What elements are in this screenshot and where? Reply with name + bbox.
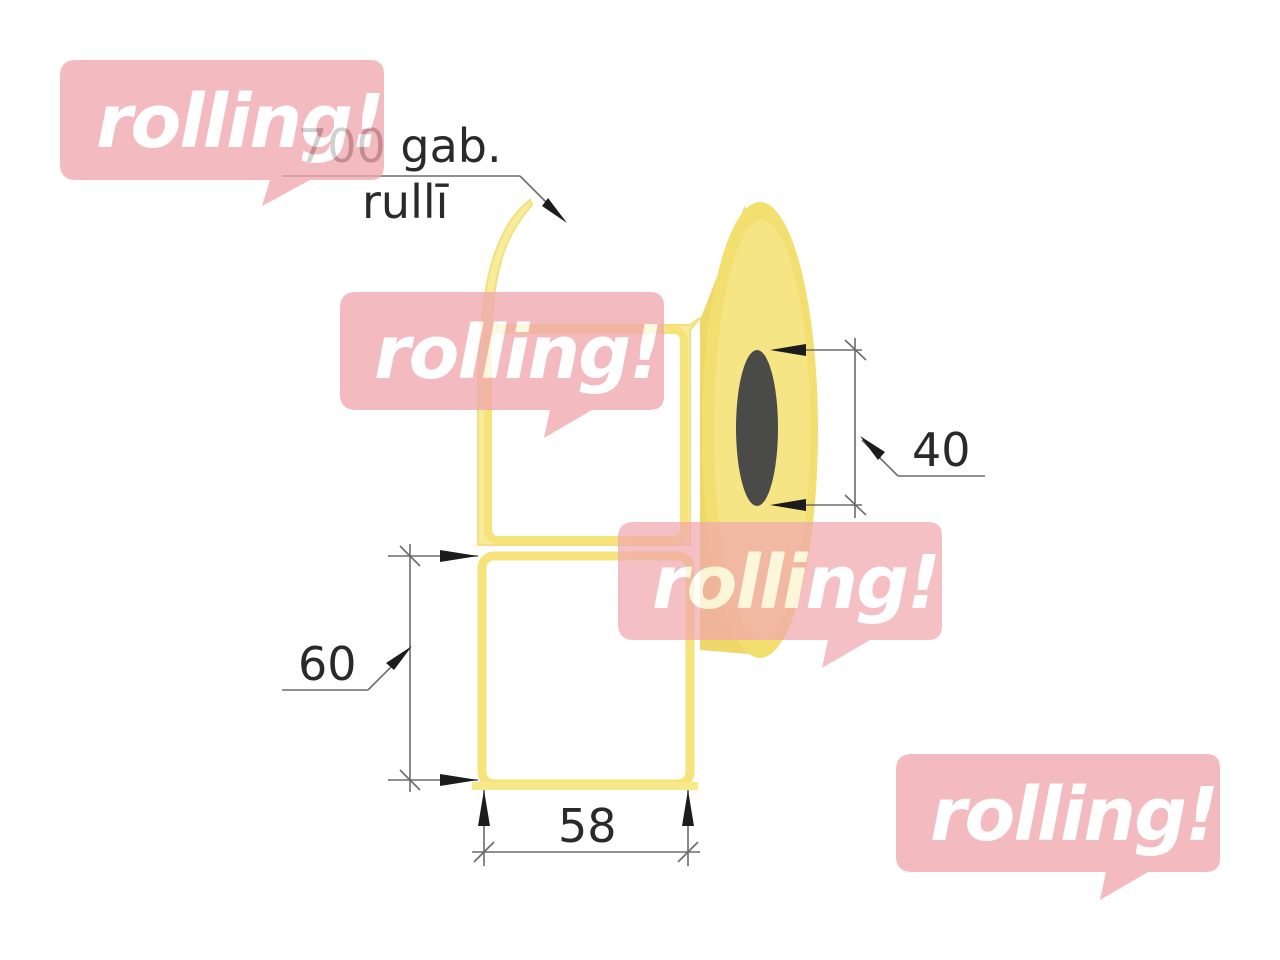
label-strip: [472, 198, 701, 790]
roll-core-hole: [736, 350, 778, 506]
watermark-text: rolling!: [96, 79, 383, 165]
watermark-4: rolling!: [896, 754, 1220, 900]
liner-bottom: [472, 782, 698, 790]
watermark-2: rolling!: [340, 292, 664, 438]
watermark-1: rolling!: [60, 60, 385, 206]
watermark-text: rolling!: [652, 540, 939, 626]
label-height-value: 60: [298, 637, 357, 691]
core-diameter-value: 40: [912, 423, 971, 477]
label-height-dimension: 60: [282, 544, 478, 792]
watermark-bubble: [60, 60, 384, 206]
label-width-dimension: 58: [472, 790, 700, 866]
core-diameter-dimension: 40: [770, 338, 985, 518]
watermark-3: rolling!: [618, 522, 942, 668]
watermark-text: rolling!: [930, 772, 1217, 858]
quantity-unit-label: rullī: [362, 175, 450, 229]
watermark-bubble: [896, 754, 1220, 900]
watermark-text: rolling!: [374, 310, 661, 396]
label-width-value: 58: [558, 799, 617, 853]
watermark-bubble: [618, 522, 942, 668]
watermark-bubble: [340, 292, 664, 438]
